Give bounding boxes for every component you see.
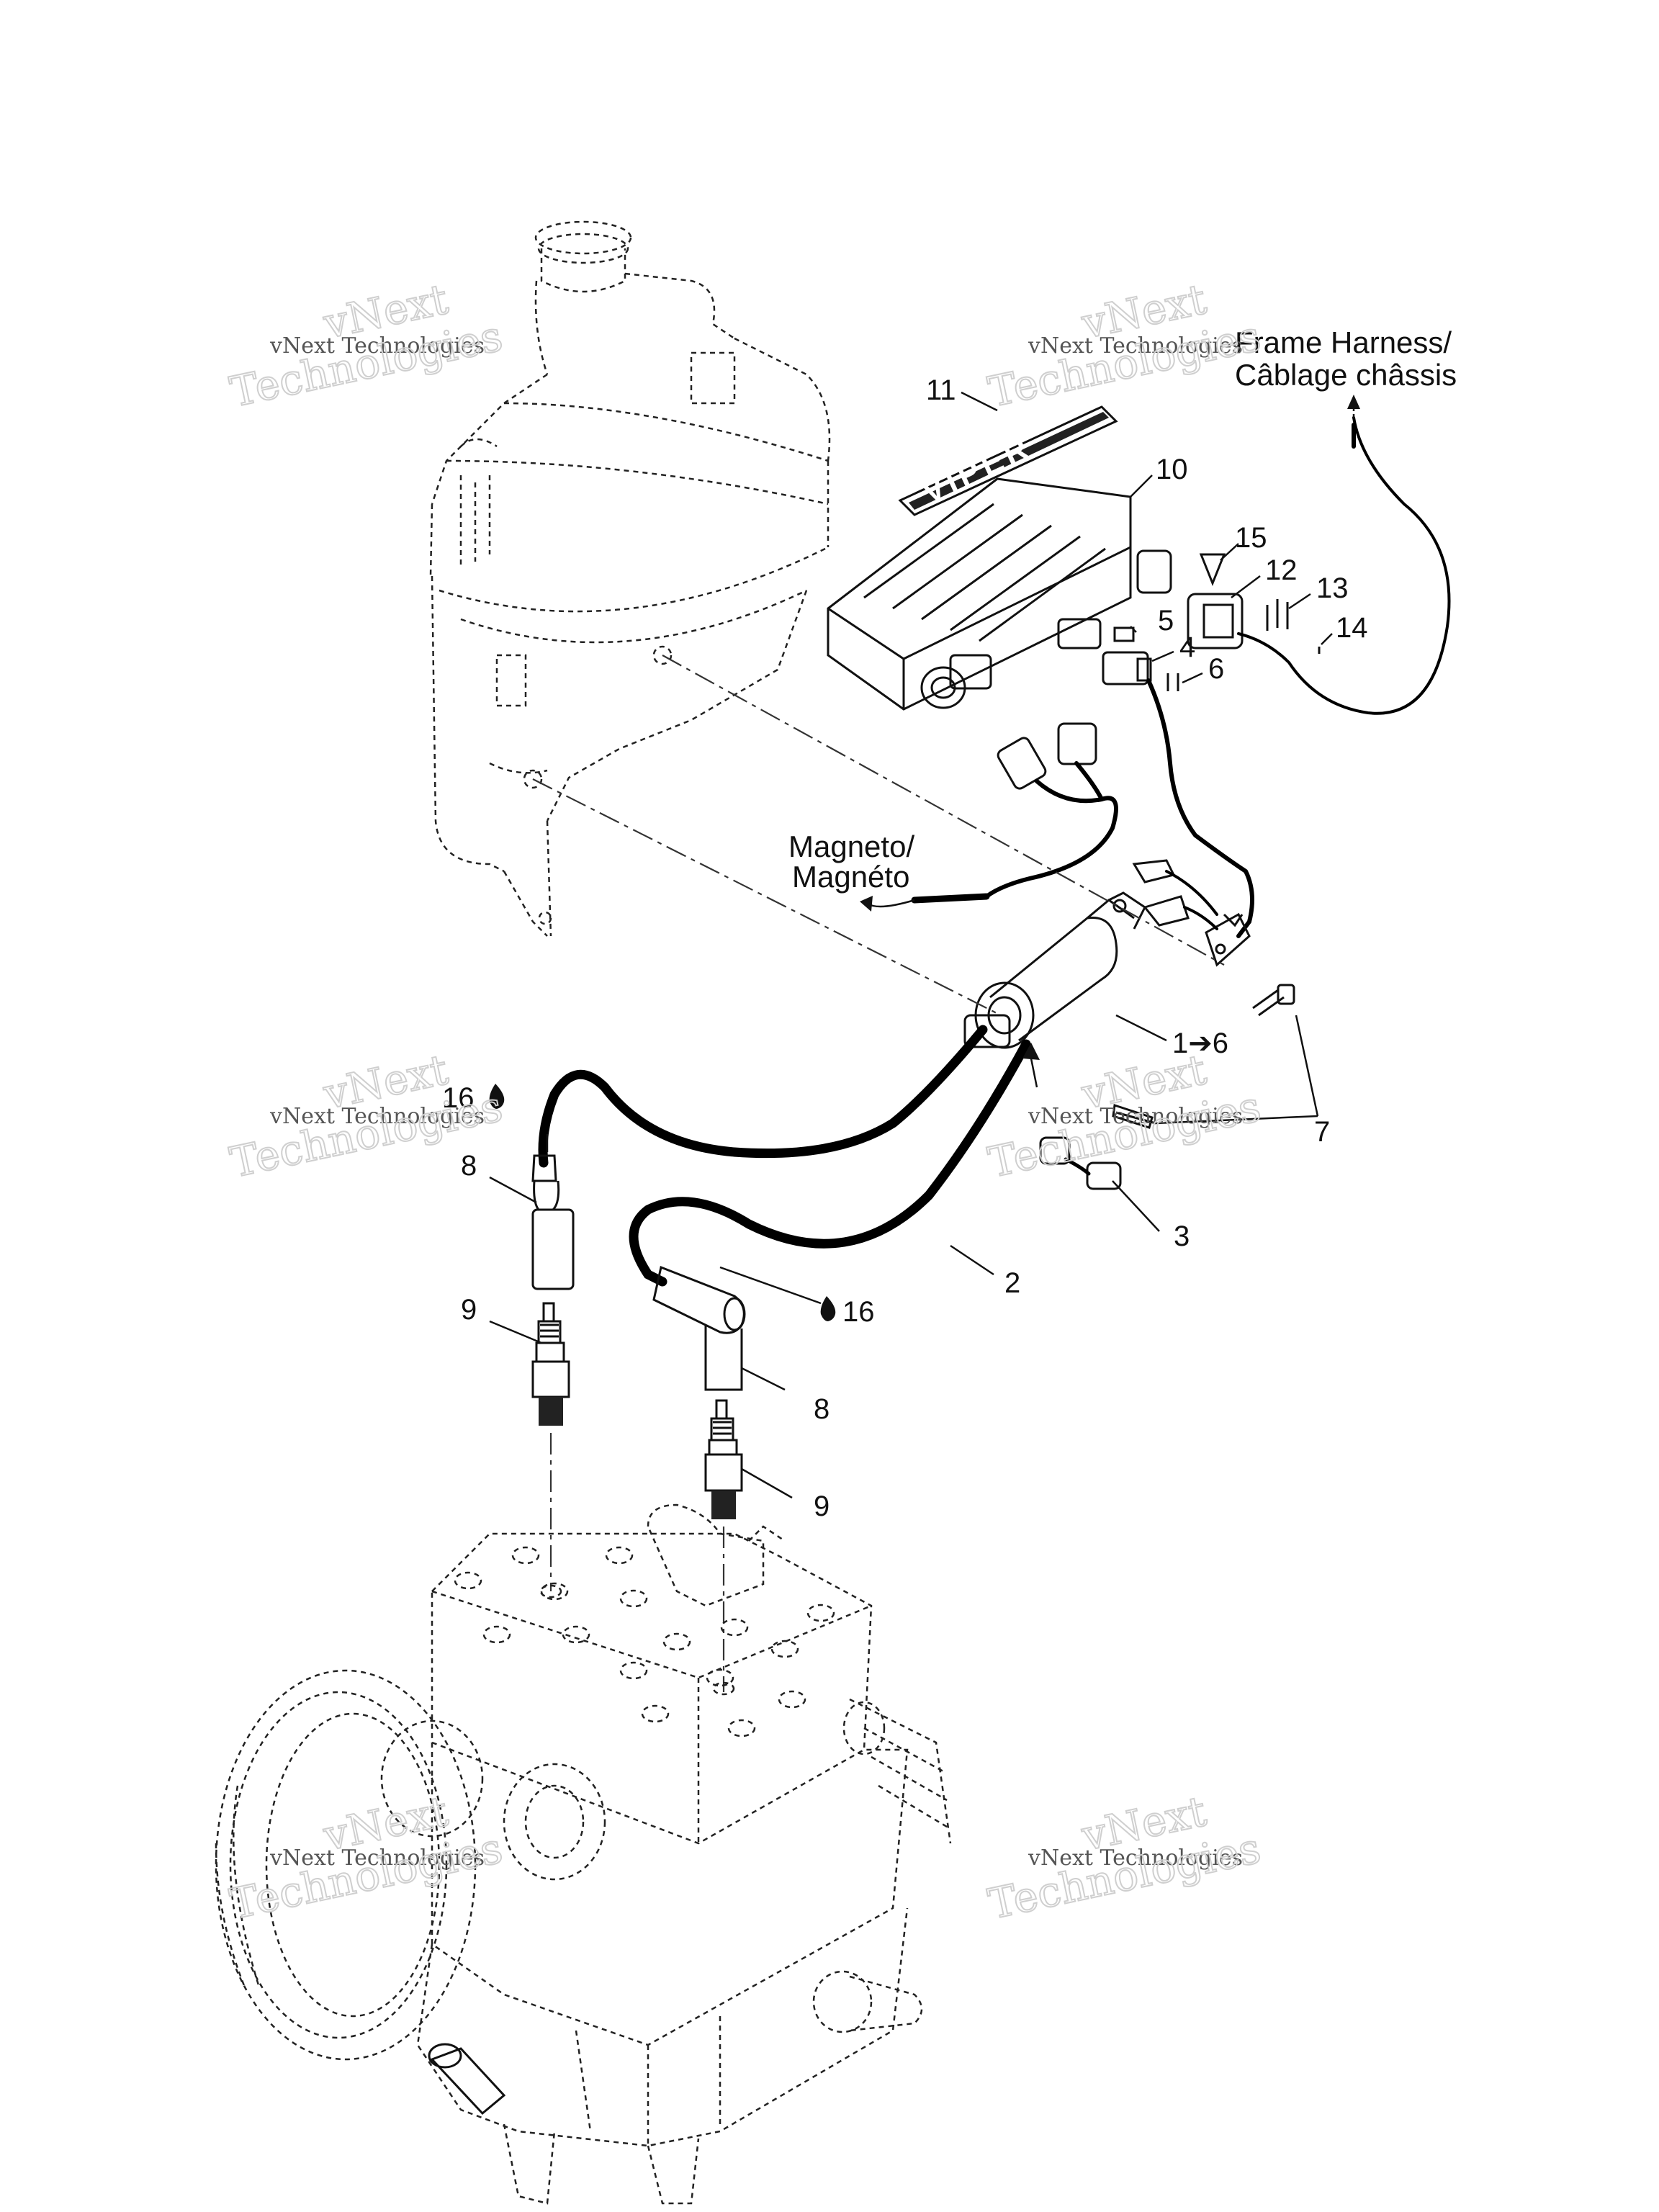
connector-3 <box>1039 1136 1122 1190</box>
mount-line-upper <box>662 655 1225 966</box>
label-3: 3 <box>1174 1220 1190 1252</box>
label-4: 4 <box>1179 631 1195 663</box>
engine-block <box>215 1503 952 2205</box>
label-9-right: 9 <box>814 1491 830 1522</box>
ecu-module <box>827 477 1172 711</box>
svg-text:vNext Technologies: vNext Technologies <box>269 333 485 359</box>
grease-drop-icon-2 <box>820 1296 836 1321</box>
svg-text:vNext Technologies: vNext Technologies <box>1028 1845 1243 1871</box>
plug-cap-right <box>652 1265 746 1391</box>
label-8-right: 8 <box>814 1393 830 1425</box>
svg-text:vNext Technologies: vNext Technologies <box>1028 333 1243 359</box>
label-1-6: 1➔6 <box>1172 1028 1228 1059</box>
watermark-2: vNext vNext Technologies Technologies <box>984 274 1266 418</box>
magneto-line2: Magnéto <box>792 860 909 894</box>
leader-lines <box>489 391 1333 1499</box>
label-14: 14 <box>1336 612 1368 644</box>
label-11: 11 <box>926 374 956 406</box>
label-6: 6 <box>1208 653 1224 685</box>
label-16-right: 16 <box>842 1296 875 1328</box>
label-8-left: 8 <box>461 1150 477 1182</box>
viper-decal: VIPER <box>898 405 1118 516</box>
watermark-6: vNext vNext Technologies Technologies <box>984 1786 1266 1930</box>
svg-text:vNext Technologies: vNext Technologies <box>1028 1104 1243 1129</box>
oil-tank <box>429 220 831 937</box>
decal-text: VIPER <box>917 429 1038 511</box>
label-13: 13 <box>1316 572 1349 604</box>
svg-text:vNext Technologies: vNext Technologies <box>269 1845 485 1871</box>
high-tension-cables <box>538 1025 1031 1287</box>
bolt-7 <box>1252 984 1295 1017</box>
ignition-coil <box>963 859 1218 1049</box>
spark-plug-right <box>704 1399 743 1519</box>
label-2: 2 <box>1004 1267 1020 1299</box>
magneto-pigtail <box>860 722 1118 912</box>
label-9-left: 9 <box>461 1294 477 1326</box>
magneto-line1: Magneto/ <box>788 830 914 863</box>
bolt-7b <box>1112 1104 1156 1129</box>
label-5: 5 <box>1158 605 1174 637</box>
label-15: 15 <box>1235 522 1267 554</box>
grease-drop-icon <box>489 1084 505 1109</box>
label-10: 10 <box>1156 454 1188 485</box>
watermark-4: vNext vNext Technologies Technologies <box>984 1044 1266 1188</box>
label-16-left: 16 <box>442 1082 475 1114</box>
frame-harness-wire <box>1347 395 1360 449</box>
spark-plug-left <box>531 1302 570 1426</box>
watermark-5: vNext vNext Technologies Technologies <box>225 1786 508 1930</box>
label-7: 7 <box>1314 1116 1330 1148</box>
callout-frame-harness: Frame Harness/ Câblage châssis <box>1235 325 1457 392</box>
ecu-harness <box>1146 678 1254 967</box>
callout-magneto: Magneto/ Magnéto <box>788 830 914 894</box>
svg-text:vNext Technologies: vNext Technologies <box>269 1104 485 1129</box>
label-12: 12 <box>1265 554 1298 586</box>
part-labels: 11 10 15 12 13 14 5 4 6 1➔6 7 3 2 16 16 … <box>442 374 1368 1522</box>
mount-line-lower <box>532 778 1002 1016</box>
frame-harness-line1: Frame Harness/ <box>1235 325 1452 359</box>
frame-harness-line2: Câblage châssis <box>1235 358 1457 392</box>
plug-cap-left <box>531 1154 575 1290</box>
connector-parts <box>1102 416 1451 715</box>
watermark-1: vNext vNext Technologies Technologies <box>225 274 508 418</box>
